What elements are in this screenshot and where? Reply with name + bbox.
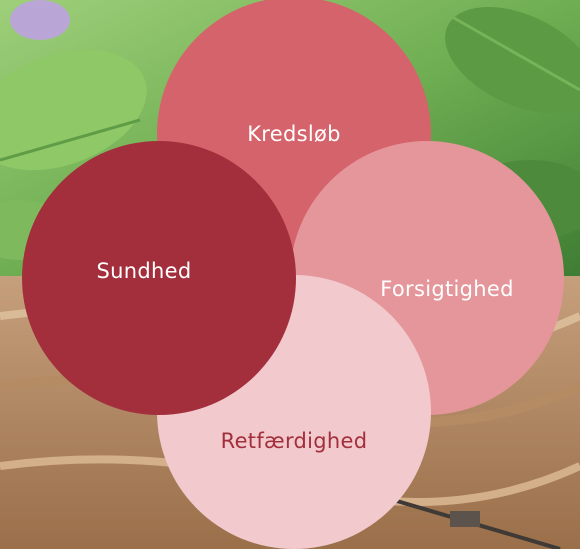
circle-label-kredslob: Kredsløb xyxy=(247,122,341,146)
circle-label-forsigtighed: Forsigtighed xyxy=(380,277,513,301)
circle-label-retfaerdighed: Retfærdighed xyxy=(221,429,368,453)
circle-sundhed: Sundhed xyxy=(22,141,296,415)
circle-label-sundhed: Sundhed xyxy=(97,259,192,283)
